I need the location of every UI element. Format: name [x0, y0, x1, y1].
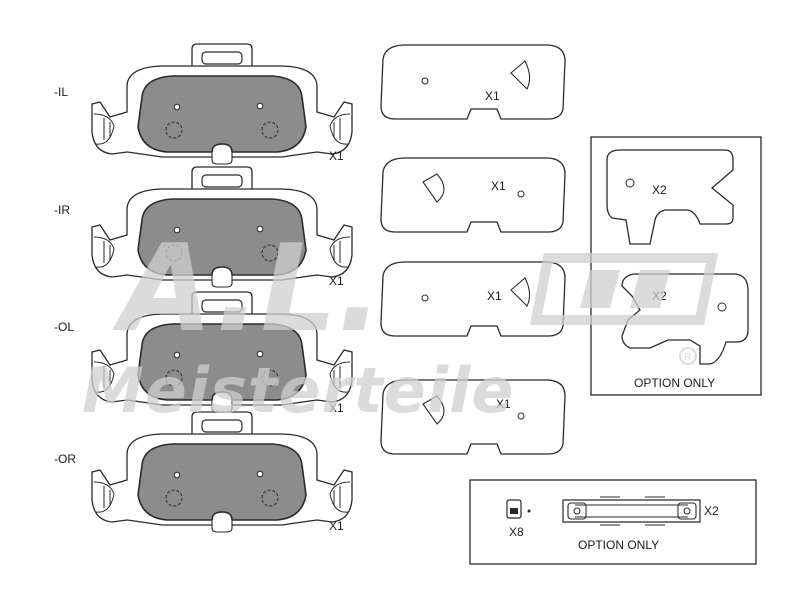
pad-ir-position-label: -IR	[54, 203, 70, 217]
option-box-shims: X2 X2 OPTION ONLY	[590, 136, 762, 396]
pad-or-qty-label: X1	[329, 519, 344, 533]
pad-or: -OR X1	[54, 411, 353, 533]
pad-ol: -OL X1	[54, 291, 353, 415]
pad-il-position-label: -IL	[54, 85, 68, 99]
watermark-registered-mark: R	[684, 352, 691, 363]
shim-2-qty-label: X1	[491, 179, 506, 193]
shim-4: X1	[380, 379, 566, 455]
shim-4-qty-label: X1	[496, 397, 511, 411]
shim-2: X1	[380, 157, 566, 233]
spring-qty-label: X2	[704, 504, 719, 518]
watermark-brand-text: Meisterteile	[82, 354, 514, 427]
wear-clip-icon	[506, 499, 531, 519]
shim-3: X1	[380, 261, 566, 337]
option-box-hardware: X8 X2 OPTION ONLY	[469, 479, 757, 565]
watermark: A.L. R Meisterteile	[82, 220, 719, 427]
anti-rattle-spring-icon	[562, 496, 701, 526]
pad-ir: -IR X1	[54, 166, 353, 288]
pad-ol-position-label: -OL	[54, 320, 74, 334]
shim-3-qty-label: X1	[487, 289, 502, 303]
option-box-2-caption: OPTION ONLY	[578, 538, 659, 552]
pad-il: -IL X1	[54, 43, 353, 165]
shim-1: X1	[380, 44, 566, 120]
pad-ir-qty-label: X1	[329, 274, 344, 288]
option-shim-a-qty-label: X2	[652, 183, 667, 197]
clip-qty-label: X8	[509, 525, 524, 539]
pad-or-position-label: -OR	[54, 452, 76, 466]
registered-mark-icon	[679, 347, 697, 365]
pad-il-qty-label: X1	[329, 149, 344, 163]
watermark-shield-icon	[529, 253, 719, 325]
option-box-1-caption: OPTION ONLY	[634, 376, 715, 390]
watermark-logo-text: A.L.	[112, 220, 383, 359]
shim-1-qty-label: X1	[485, 89, 500, 103]
pad-ol-qty-label: X1	[329, 401, 344, 415]
